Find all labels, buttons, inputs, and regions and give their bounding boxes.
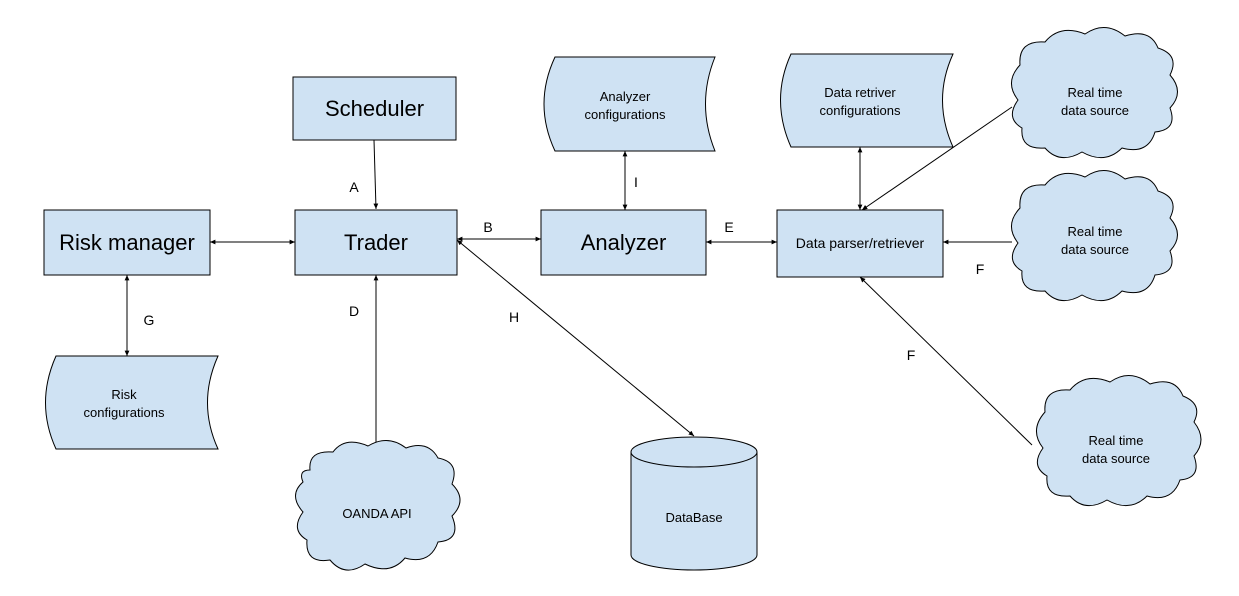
scheduler-node[interactable]: Scheduler <box>292 76 457 141</box>
trader-label: Trader <box>344 230 408 255</box>
real-time-source-3-label-line1: Real time <box>1089 433 1144 448</box>
trader-node[interactable]: Trader <box>294 209 458 276</box>
risk-manager-label: Risk manager <box>59 230 195 255</box>
oanda-api-node[interactable]: OANDA API <box>295 440 461 571</box>
database-node[interactable]: DataBase <box>630 436 758 571</box>
scheduler-label: Scheduler <box>325 96 424 121</box>
edge-label-e: E <box>724 219 733 235</box>
edge-label-i: I <box>634 174 638 190</box>
edge-trader-database <box>456 239 695 437</box>
real-time-source-1-label-line2: data source <box>1061 103 1129 118</box>
edge-label-d: D <box>349 303 359 319</box>
real-time-source-2-label-line2: data source <box>1061 242 1129 257</box>
analyzer-config-node[interactable]: Analyzer configurations <box>543 56 716 152</box>
risk-manager-node[interactable]: Risk manager <box>43 209 211 276</box>
edge-label-f2: F <box>907 347 916 363</box>
data-retriver-config-label-line1: Data retriver <box>824 85 896 100</box>
database-label: DataBase <box>665 510 722 525</box>
real-time-source-2-node[interactable]: Real time data source <box>1011 170 1178 302</box>
edge-label-a: A <box>349 179 359 195</box>
analyzer-node[interactable]: Analyzer <box>540 209 707 276</box>
edge-source1-dataparser <box>861 106 1013 211</box>
real-time-source-1-label-line1: Real time <box>1068 85 1123 100</box>
risk-config-label-line1: Risk <box>111 387 137 402</box>
data-parser-label: Data parser/retriever <box>796 235 925 251</box>
data-parser-node[interactable]: Data parser/retriever <box>776 209 944 278</box>
analyzer-config-label-line2: configurations <box>585 107 666 122</box>
edge-scheduler-trader <box>373 139 379 210</box>
data-retriver-config-node[interactable]: Data retriver configurations <box>780 53 954 148</box>
real-time-source-1-node[interactable]: Real time data source <box>1011 27 1178 159</box>
edge-source3-dataparser <box>859 276 1033 446</box>
data-retriver-config-label-line2: configurations <box>820 103 901 118</box>
real-time-source-3-label-line2: data source <box>1082 451 1150 466</box>
analyzer-label: Analyzer <box>581 230 667 255</box>
edge-label-b: B <box>483 219 492 235</box>
real-time-source-3-node[interactable]: Real time data source <box>1036 375 1202 507</box>
edge-label-f1: F <box>976 261 985 277</box>
analyzer-config-label-line1: Analyzer <box>600 89 651 104</box>
risk-config-label-line2: configurations <box>84 405 165 420</box>
edge-label-h: H <box>509 309 519 325</box>
real-time-source-2-label-line1: Real time <box>1068 224 1123 239</box>
oanda-api-label: OANDA API <box>342 506 411 521</box>
edge-label-g: G <box>144 312 155 328</box>
risk-config-node[interactable]: Risk configurations <box>45 355 219 450</box>
